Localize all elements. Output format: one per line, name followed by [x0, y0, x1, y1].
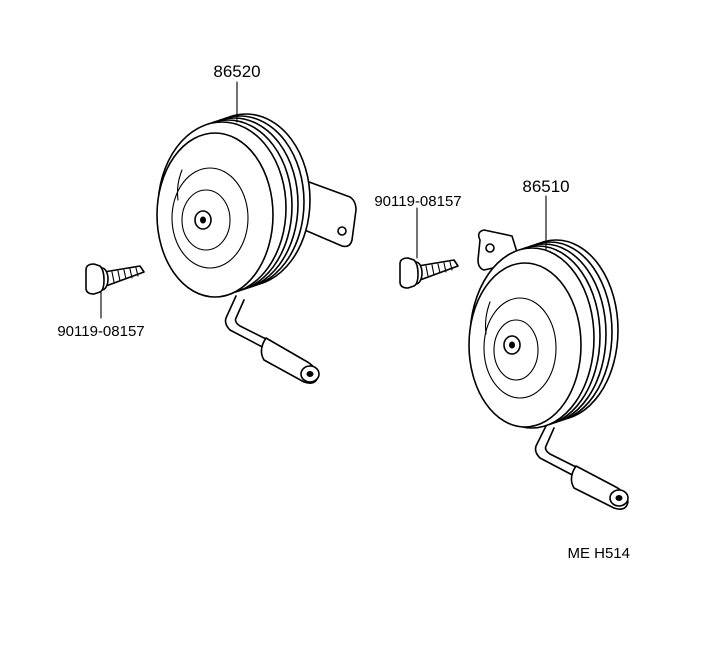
bolt-left-part-number: 90119-08157 — [57, 323, 144, 340]
diagram-reference-code: ME H514 — [567, 545, 630, 562]
horn-86520-bracket-hole — [337, 226, 347, 236]
horn-86520-part-number: 86520 — [213, 62, 260, 81]
horn-86510-face — [468, 262, 582, 428]
horn-86510-lead — [534, 425, 583, 479]
bolt-right-part-number: 90119-08157 — [374, 193, 461, 210]
horn-86510: 86510 — [468, 177, 629, 510]
horn-86510-part-number: 86510 — [522, 177, 569, 196]
bolt-left-head — [85, 263, 105, 295]
bolt-left: 90119-08157 — [57, 263, 145, 340]
horn-86520-face — [156, 132, 274, 298]
horn-86520-lead — [224, 295, 273, 351]
bolt-right: 90119-08157 — [374, 193, 462, 289]
horn-86510-bracket-hole — [485, 243, 495, 253]
horn-86520: 86520 — [156, 62, 357, 384]
bolt-right-head — [399, 257, 419, 289]
